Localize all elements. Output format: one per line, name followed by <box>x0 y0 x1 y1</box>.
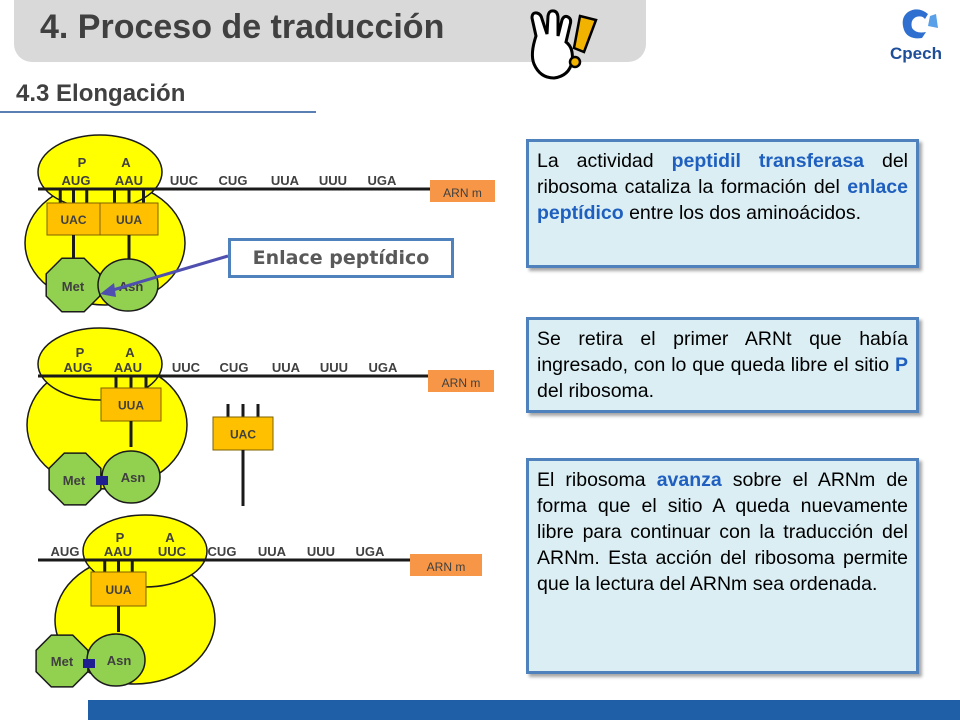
codon-uua: UUA <box>258 544 287 559</box>
amino-acid-met <box>35 634 89 688</box>
trna-uua <box>90 571 147 607</box>
codon-uuu: UUU <box>320 360 348 375</box>
amino-acid-met-label: Met <box>63 473 86 488</box>
codon-cug: CUG <box>220 360 249 375</box>
amino-acid-met-label: Met <box>62 279 85 294</box>
codon-uuu: UUU <box>319 173 347 188</box>
highlight-avanza: avanza <box>656 469 722 491</box>
codon-uga: UGA <box>369 360 399 375</box>
amino-acid-met-label: Met <box>51 654 74 669</box>
site-a-label: A <box>125 345 135 360</box>
codon-uua: UUA <box>271 173 300 188</box>
trna-uac-released <box>212 416 274 451</box>
trna-uua-label: UUA <box>118 399 144 413</box>
page-title: 4. Proceso de traducción <box>40 8 445 46</box>
text-segment: La actividad <box>537 150 672 172</box>
text-segment: del ribosoma. <box>537 380 655 402</box>
amino-acid-met <box>45 257 101 313</box>
callout-arrow-head <box>100 283 116 297</box>
description-translocation: El ribosoma avanza sobre el ARNm de form… <box>526 458 919 674</box>
highlight-peptidyl-transferase: peptidil transferasa <box>671 150 865 172</box>
footer-bar <box>88 700 960 720</box>
mrna-label: ARN m <box>427 560 466 574</box>
panel-ribosome-translocation: P A AUG AAU UUC CUG UUA UUU UGA ARN m UUA Met Asn <box>35 514 482 688</box>
codon-aug: AUG <box>62 173 91 188</box>
codon-aau: AAU <box>115 173 143 188</box>
section-subtitle: 4.3 Elongación <box>16 80 186 107</box>
codon-uga: UGA <box>356 544 386 559</box>
mrna-label-box <box>410 554 482 576</box>
codon-uuc: UUC <box>172 360 201 375</box>
mrna-label: ARN m <box>443 186 482 200</box>
codon-uua: UUA <box>272 360 301 375</box>
codon-uuu: UUU <box>307 544 335 559</box>
cpech-logo: Cpech <box>880 4 952 74</box>
trna-uua-label: UUA <box>116 213 142 227</box>
mrna-label-box <box>428 370 494 392</box>
site-a-label: A <box>121 155 131 170</box>
codon-cug: CUG <box>219 173 248 188</box>
trna-uac-released-label: UAC <box>230 428 256 442</box>
peptide-bond-callout: Enlace peptídico <box>228 238 454 278</box>
amino-acid-met <box>48 452 102 506</box>
description-peptide-bond: La actividad peptidil transferasa del ri… <box>526 139 919 268</box>
trna-uac-label: UAC <box>61 213 87 227</box>
text-segment: del ribosoma cataliza la formación del <box>537 150 908 198</box>
exclamation-icon <box>568 14 598 69</box>
callout-arrow-line <box>105 254 229 294</box>
panel-trna-release: P A AUG AAU UUC CUG UUA UUU UGA ARN m UUA UAC Met Asn <box>26 327 494 506</box>
codon-aau: AAU <box>114 360 142 375</box>
site-p-label: P <box>76 345 85 360</box>
codon-uuc: UUC <box>170 173 199 188</box>
highlight-site-p: P <box>894 354 908 376</box>
text-segment: El ribosoma <box>537 469 657 491</box>
mrna-label: ARN m <box>442 376 481 390</box>
codon-aug: AUG <box>64 360 93 375</box>
codon-aau: AAU <box>104 544 132 559</box>
codon-uuc: UUC <box>158 544 187 559</box>
description-trna-release: Se retira el primer ARNt que había ingre… <box>526 317 919 413</box>
trna-uua-label: UUA <box>106 583 132 597</box>
codon-cug: CUG <box>208 544 237 559</box>
text-segment: entre los dos aminoácidos. <box>623 202 862 224</box>
codon-aug: AUG <box>51 544 80 559</box>
site-a-label: A <box>165 530 175 545</box>
logo-text: Cpech <box>890 44 942 63</box>
codon-uga: UGA <box>368 173 398 188</box>
peptide-bond <box>96 476 108 485</box>
site-p-label: P <box>116 530 125 545</box>
site-p-label: P <box>78 155 87 170</box>
logo-mark-icon <box>902 9 938 39</box>
text-segment: sobre el ARNm de forma que el sitio A qu… <box>537 469 909 595</box>
amino-acid-asn-label: Asn <box>121 470 146 485</box>
hand-pointer-icon <box>530 9 598 80</box>
highlight-peptide-bond: enlace peptídico <box>537 176 908 224</box>
subtitle-underline <box>0 111 316 113</box>
peptide-bond <box>83 659 95 668</box>
text-segment: Se retira el primer ARNt que había ingre… <box>537 328 908 376</box>
amino-acid-asn-label: Asn <box>107 653 132 668</box>
mrna-label-box <box>430 180 495 202</box>
